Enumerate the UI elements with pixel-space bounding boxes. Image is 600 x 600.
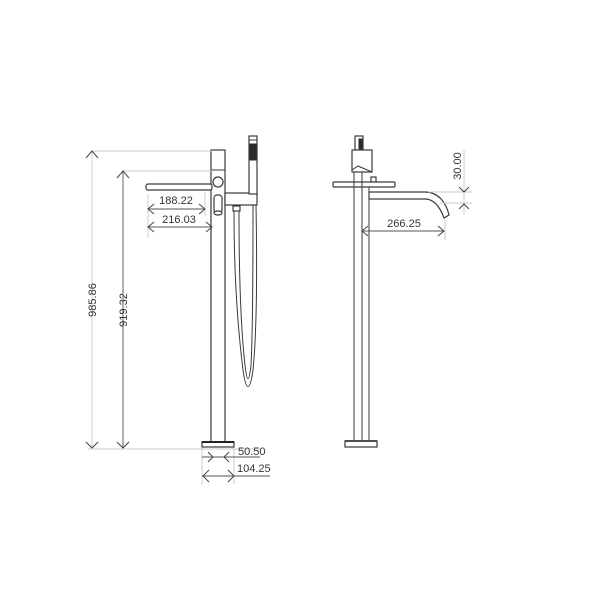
side-spout-plate (332, 181, 396, 188)
shower-holder-arm (224, 192, 258, 206)
side-knob (370, 176, 377, 183)
hand-shower (248, 135, 258, 195)
dim-spout-height: 919.32 (118, 293, 130, 327)
dim-base-inner: 50.50 (238, 446, 266, 458)
side-view (332, 135, 450, 448)
front-dimensions: 985.86 919.32 188.22 216.03 50.50 104.25 (85, 150, 271, 484)
hose (233, 204, 258, 387)
mixer-handle (212, 176, 224, 188)
main-column (210, 149, 226, 443)
side-curved-spout (368, 191, 450, 219)
dim-spout-projection: 266.25 (387, 218, 421, 230)
front-view (145, 135, 258, 448)
shower-head (249, 143, 257, 161)
dim-spout-reach-outer: 216.03 (162, 214, 196, 226)
dim-spout-drop: 30.00 (452, 152, 464, 180)
spout-front (145, 183, 213, 191)
dim-overall-height: 985.86 (87, 283, 99, 317)
side-mixer-body (351, 149, 373, 173)
dim-spout-reach-inner: 188.22 (159, 195, 193, 207)
side-base (344, 440, 378, 448)
dim-base-outer: 104.25 (237, 463, 271, 475)
side-dimensions: 30.00 266.25 (361, 150, 472, 240)
hose-connector (232, 205, 241, 212)
diverter (213, 194, 223, 214)
